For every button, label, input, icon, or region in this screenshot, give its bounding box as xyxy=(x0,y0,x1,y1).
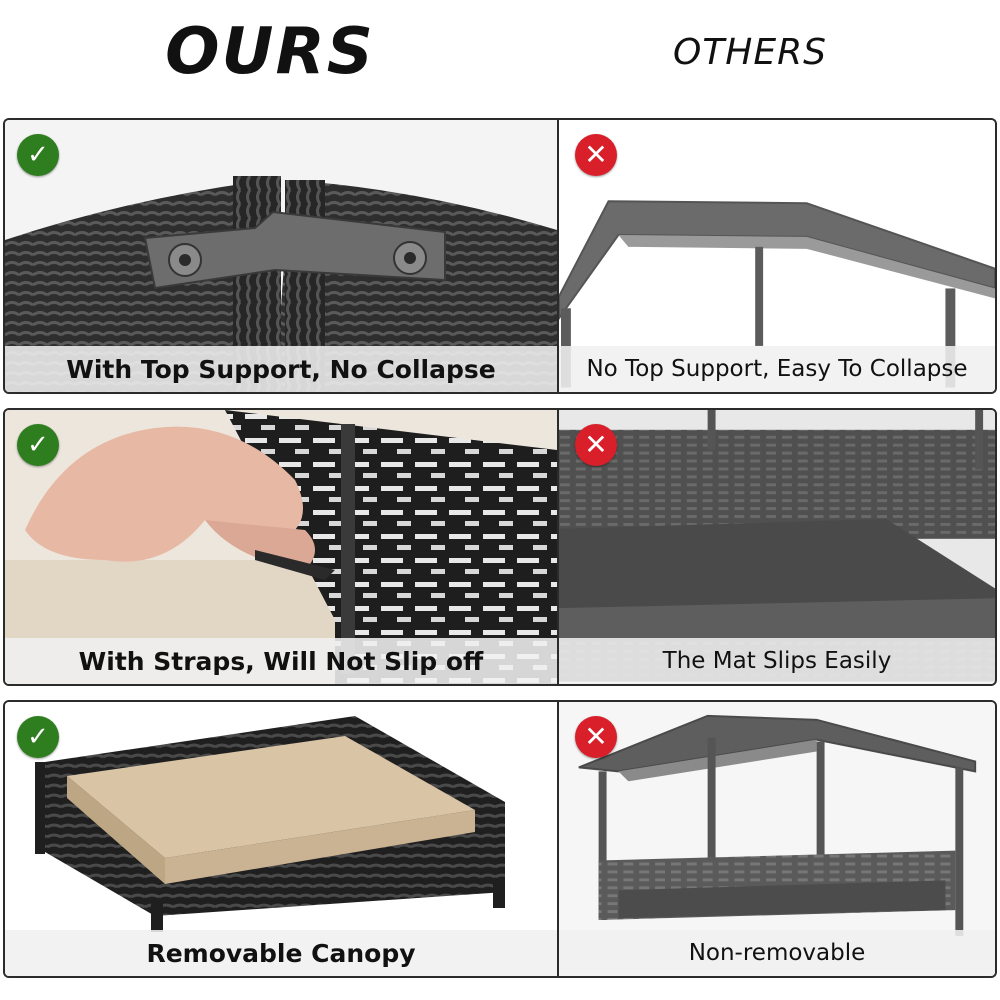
ours-heading: OURS xyxy=(165,15,375,89)
comparison-row-top-support: ✓ With Top Support, No Collapse ✕ No Top… xyxy=(3,118,997,394)
ours-caption: Removable Canopy xyxy=(5,930,557,976)
cross-icon: ✕ xyxy=(575,716,617,758)
ours-cell-canopy: ✓ Removable Canopy xyxy=(5,702,559,976)
check-icon: ✓ xyxy=(17,424,59,466)
cross-icon: ✕ xyxy=(575,424,617,466)
fixed-canopy-photo xyxy=(559,702,995,974)
others-cell-top-support: ✕ No Top Support, Easy To Collapse xyxy=(559,120,995,392)
comparison-row-straps: ✓ With Straps, Will Not Slip off ✕ The M… xyxy=(3,408,997,686)
canopy-roof-photo xyxy=(559,120,995,390)
ours-cell-straps: ✓ With Straps, Will Not Slip off xyxy=(5,410,559,684)
ours-cell-top-support: ✓ With Top Support, No Collapse xyxy=(5,120,559,392)
comparison-row-canopy: ✓ Removable Canopy ✕ Non-removable xyxy=(3,700,997,978)
others-cell-canopy: ✕ Non-removable xyxy=(559,702,995,976)
others-caption: No Top Support, Easy To Collapse xyxy=(559,346,995,392)
others-cell-straps: ✕ The Mat Slips Easily xyxy=(559,410,995,684)
check-icon: ✓ xyxy=(17,716,59,758)
others-caption: The Mat Slips Easily xyxy=(559,638,995,684)
others-caption: Non-removable xyxy=(559,930,995,976)
ours-caption: With Top Support, No Collapse xyxy=(5,346,557,392)
others-heading: OTHERS xyxy=(672,31,827,73)
cross-icon: ✕ xyxy=(575,134,617,176)
slipping-mat-photo xyxy=(559,410,995,682)
ours-caption: With Straps, Will Not Slip off xyxy=(5,638,557,684)
check-icon: ✓ xyxy=(17,134,59,176)
